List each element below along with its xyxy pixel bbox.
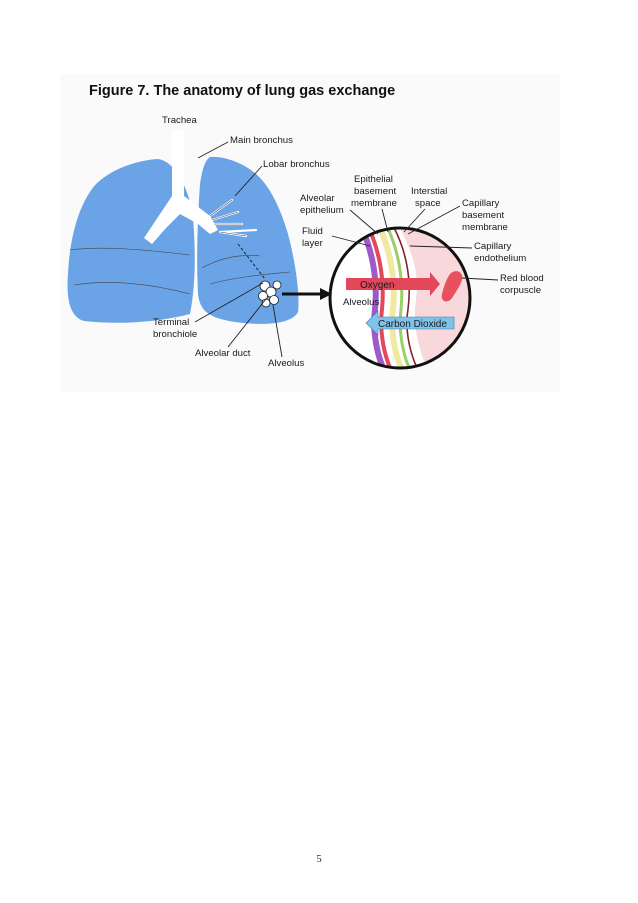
trachea-label: Trachea (162, 115, 198, 126)
capillary-endothelium-leader (409, 245, 473, 249)
figure-title: Figure 7. The anatomy of lung gas exchan… (89, 83, 395, 99)
trachea-shape (144, 130, 218, 244)
fluid-layer-label-1: Fluid (302, 226, 323, 237)
interstitial-label-1: Interstial (411, 186, 447, 197)
interstitial-leader (403, 208, 426, 233)
capillary-basement-label-3: membrane (462, 222, 508, 233)
alveolar-duct-leader (227, 298, 267, 348)
alveolar-epithelium-label-2: epithelium (300, 205, 344, 216)
alveolar-epithelium-layer (357, 228, 389, 368)
capillary-basement-layer (384, 228, 414, 368)
lobar-bronchus-label: Lobar bronchus (263, 159, 330, 170)
inset-alveolus-label: Alveolus (343, 297, 379, 308)
epithelial-basement-label-1: Epithelial (354, 174, 393, 185)
main-bronchus-leader (197, 141, 229, 159)
lung-fissure (201, 255, 261, 269)
lung-fissure (73, 282, 191, 295)
main-bronchus-label: Main bronchus (230, 135, 293, 146)
alveolar-epithelium-leader (349, 209, 379, 235)
pointer-arrow-head (320, 288, 332, 300)
right-lung (197, 156, 299, 324)
gas-exchange-inset: Oxygen Carbon Dioxide Alveolus (328, 226, 472, 370)
terminal-bronchiole-label-2: bronchiole (153, 329, 197, 340)
terminal-bronchiole-leader (194, 282, 264, 323)
red-blood-corpuscle (441, 271, 463, 302)
capillary-basement-label-2: basement (462, 210, 504, 221)
page-number: 5 (316, 853, 322, 865)
carbon-dioxide-label: Carbon Dioxide (378, 319, 447, 330)
oxygen-arrow (346, 272, 440, 296)
epithelial-basement-layer (365, 228, 395, 368)
red-blood-label-1: Red blood (500, 273, 544, 284)
inset-border (328, 226, 472, 370)
lungs-illustration (67, 130, 332, 324)
epithelial-basement-label-2: basement (354, 186, 396, 197)
capillary-endothelium-layer (391, 228, 421, 368)
lung-fissure (69, 247, 191, 256)
alveolar-duct-label: Alveolar duct (195, 348, 251, 359)
capillary-basement-leader (407, 205, 461, 235)
capillary-endothelium-label-1: Capillary (474, 241, 512, 252)
anatomy-labels: Trachea Main bronchus Lobar bronchus Epi… (153, 115, 544, 369)
fluid-layer-label-2: layer (302, 238, 324, 249)
lobar-bronchus-outline (209, 199, 247, 237)
capillary-basement-label-1: Capillary (462, 198, 500, 209)
left-lung (67, 159, 195, 323)
fluid-layer-leader (331, 235, 371, 247)
interstitial-layer (375, 228, 407, 368)
capillary-endothelium-label-2: endothelium (474, 253, 526, 264)
terminal-bronchiole-label-1: Terminal (153, 317, 189, 328)
red-blood-leader (461, 277, 499, 281)
interstitial-label-2: space (415, 198, 441, 209)
oxygen-label: Oxygen (360, 280, 394, 291)
carbon-dioxide-arrow (365, 310, 455, 336)
epithelial-basement-label-3: membrane (351, 198, 397, 209)
figure-lung-gas-exchange: Figure 7. The anatomy of lung gas exchan… (60, 74, 560, 392)
alveolus-label: Alveolus (268, 358, 304, 369)
bronchiole-path (237, 243, 266, 280)
epithelial-basement-leader (381, 208, 389, 233)
lobar-bronchus-leader (234, 165, 263, 197)
red-blood-label-2: corpuscle (500, 285, 541, 296)
lung-fissure (209, 271, 291, 285)
alveolar-epithelium-label-1: Alveolar (300, 193, 335, 204)
alveolus-leader (272, 304, 283, 358)
